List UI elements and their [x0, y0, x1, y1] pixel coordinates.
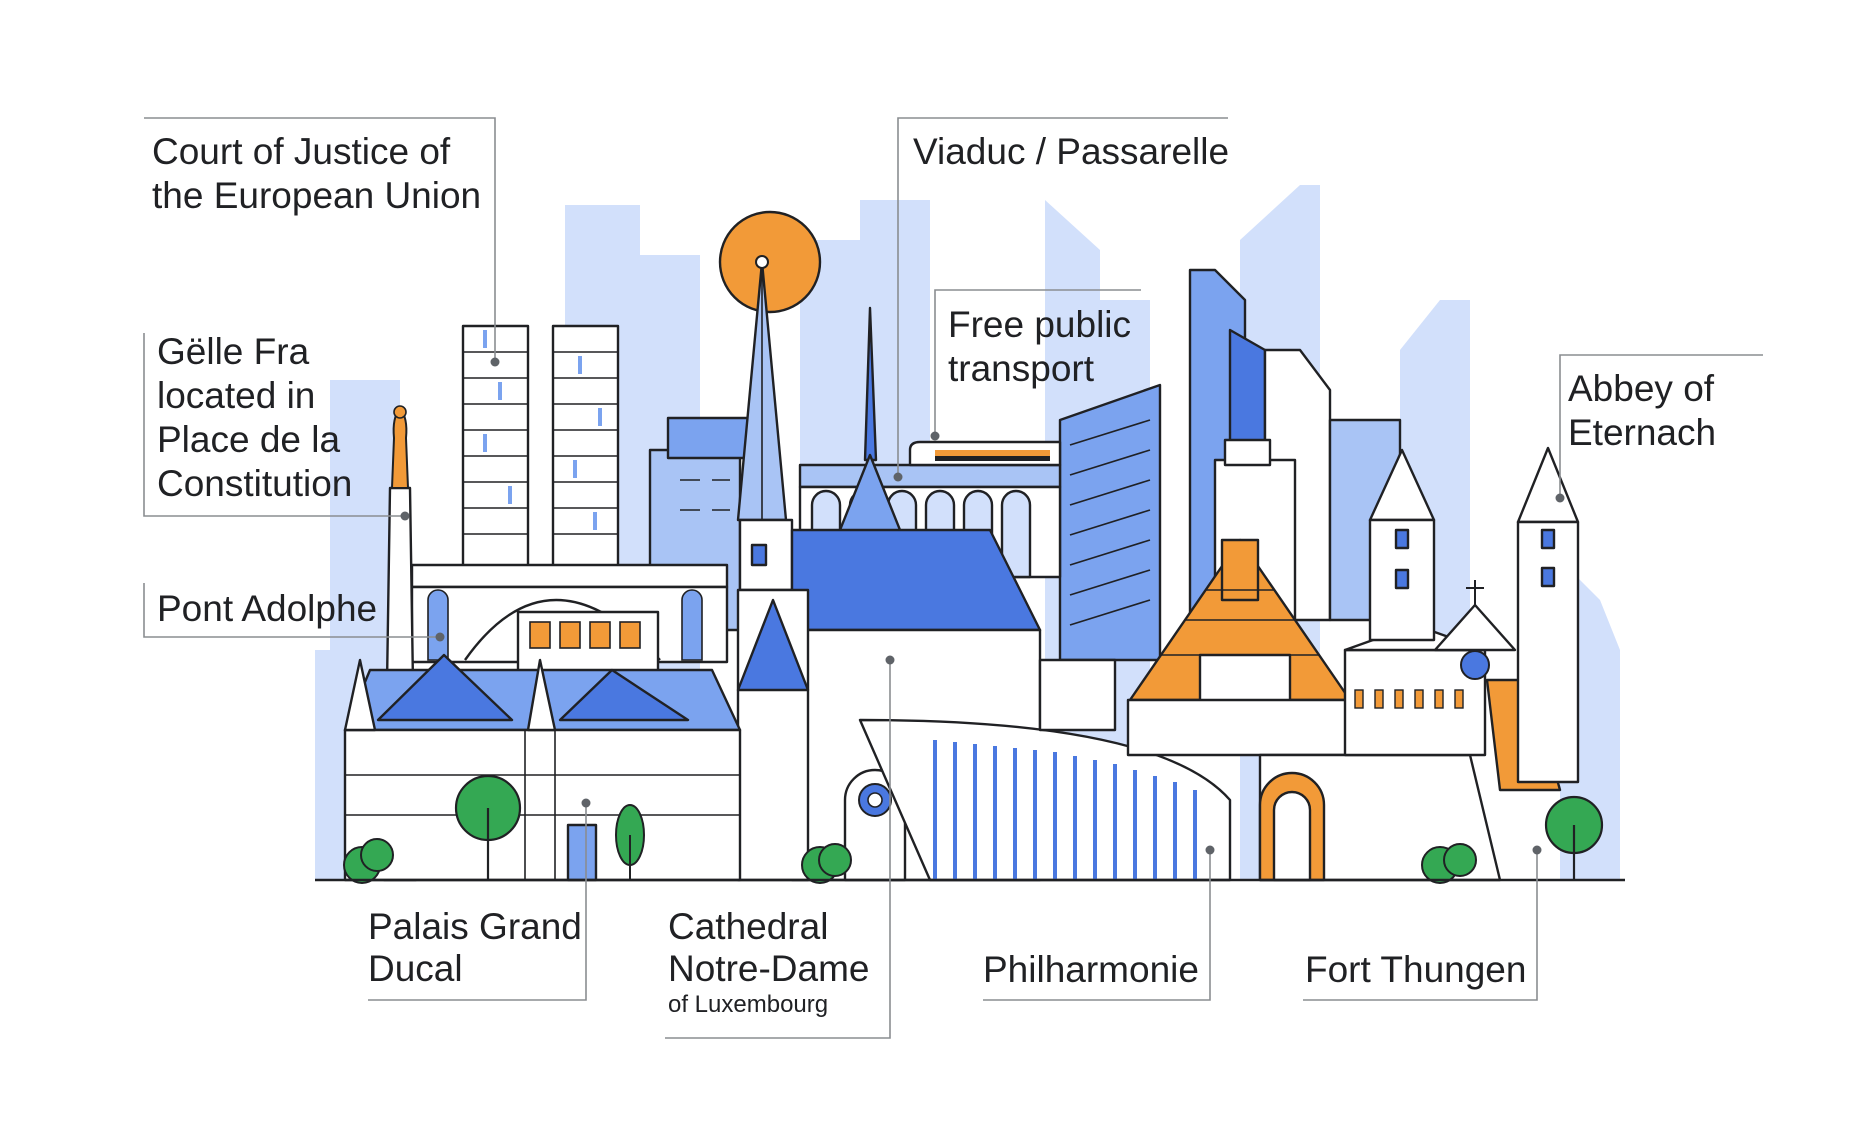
label-cathedral-line2: Notre-Dame — [668, 948, 870, 989]
tree-icon — [1421, 843, 1477, 884]
tree-icon — [1544, 795, 1604, 880]
label-gelle-fra: Gëlle Fra located in Place de la Constit… — [157, 330, 352, 506]
tree-icon — [801, 843, 852, 884]
label-fort-thungen: Fort Thungen — [1305, 949, 1527, 990]
label-abbey-line2: Eternach — [1568, 412, 1717, 453]
trees — [343, 774, 1604, 884]
label-gelle-line1: Gëlle Fra — [157, 331, 310, 372]
label-palais-line1: Palais Grand — [368, 906, 582, 947]
label-transport-line2: transport — [948, 348, 1095, 389]
label-gelle-line3: Place de la — [157, 419, 341, 460]
label-cathedral: Cathedral Notre-Dame of Luxembourg — [668, 906, 870, 1020]
tree-icon — [615, 804, 645, 880]
tram-free-transport — [908, 440, 1062, 467]
tree-icon — [454, 774, 522, 880]
label-cathedral-line3: of Luxembourg — [668, 991, 829, 1018]
abbey-of-eternach — [1368, 446, 1580, 784]
label-palais: Palais Grand Ducal — [368, 906, 582, 990]
label-gelle-line4: Constitution — [157, 463, 353, 504]
label-gelle-line2: located in — [157, 375, 316, 416]
label-transport-line1: Free public — [948, 304, 1132, 345]
leader-lines — [143, 117, 1763, 1039]
label-pont-adolphe: Pont Adolphe — [157, 588, 378, 629]
label-court-line2: the European Union — [152, 175, 482, 216]
label-court-line1: Court of Justice of — [152, 131, 451, 172]
label-free-transport: Free public transport — [948, 303, 1131, 391]
label-palais-line2: Ducal — [368, 948, 463, 989]
palais-grand-ducal — [343, 653, 742, 882]
label-court-of-justice: Court of Justice of the European Union — [152, 130, 481, 218]
label-abbey-line1: Abbey of — [1568, 368, 1715, 409]
sun-circle — [718, 210, 822, 314]
label-abbey: Abbey of Eternach — [1568, 367, 1716, 455]
label-viaduc: Viaduc / Passarelle — [913, 131, 1230, 172]
court-of-justice-towers — [461, 324, 620, 573]
label-cathedral-line1: Cathedral — [668, 906, 829, 947]
mudam-glass-roof — [1128, 538, 1352, 727]
label-philharmonie: Philharmonie — [983, 949, 1199, 990]
philharmonie — [858, 718, 1232, 882]
tree-icon — [343, 838, 394, 884]
